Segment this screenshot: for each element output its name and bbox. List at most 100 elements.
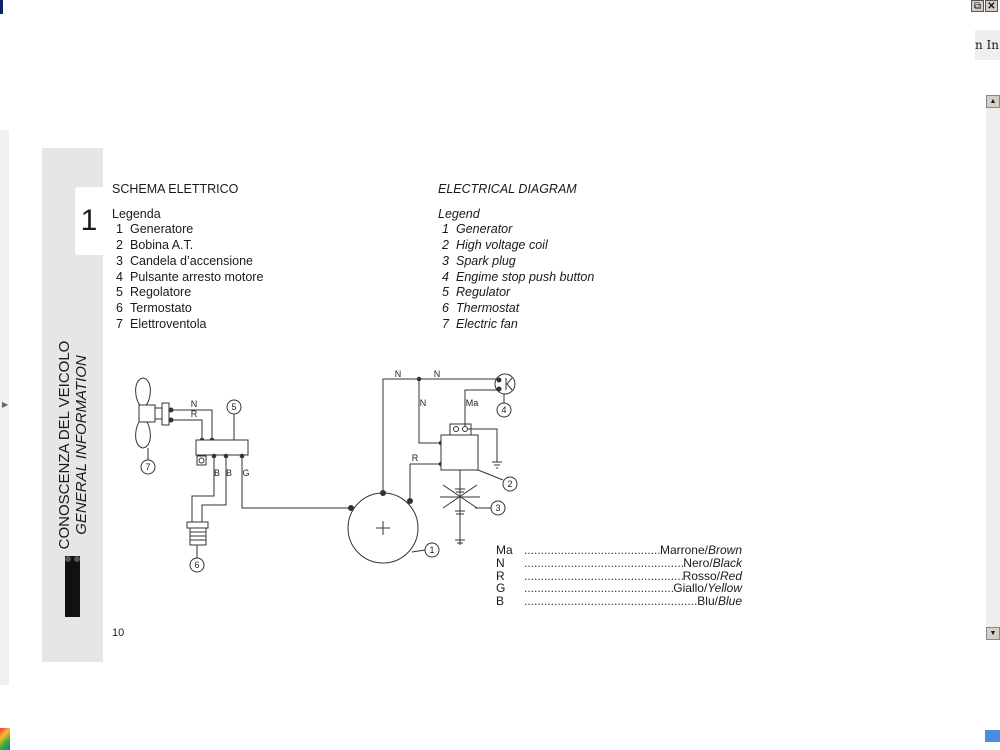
close-button[interactable]: ✕	[985, 0, 998, 12]
callout-4: 4	[501, 405, 506, 415]
restore-icon: ⧉	[973, 1, 982, 12]
italian-legend-heading: Legenda	[112, 206, 161, 221]
color-name-en: Blue	[717, 594, 742, 609]
color-key-row: Ma......................................…	[496, 544, 742, 557]
color-code: N	[496, 555, 505, 570]
color-code: B	[496, 594, 505, 609]
legend-item-number: 7	[442, 316, 449, 331]
color-name-it: Giallo	[673, 581, 704, 596]
legend-item: 3 Spark plug	[438, 254, 594, 270]
regulator	[195, 439, 249, 456]
toolbar-fragment[interactable]: n In	[975, 30, 1000, 60]
wire-label: B	[214, 468, 220, 478]
legend-item-number: 5	[442, 285, 449, 300]
color-key-row: B.......................................…	[496, 595, 742, 608]
high-voltage-coil	[440, 423, 504, 481]
wire-color-key: Ma......................................…	[496, 544, 742, 608]
legend-item: 1 Generator	[438, 222, 594, 238]
legend-item: 3 Candela d’accensione	[112, 254, 263, 270]
color-name: Marrone/Brown	[659, 543, 742, 557]
legend-item-label: Generator	[456, 222, 513, 237]
legend-item: 6 Termostato	[112, 301, 263, 317]
color-key-row: N.......................................…	[496, 555, 742, 570]
color-name-en: Black	[712, 555, 742, 570]
thermostat	[186, 521, 209, 558]
dot-leader: ........................................…	[524, 582, 674, 596]
legend-item-label: Regulator	[456, 285, 511, 300]
legend-item-label: Candela d’accensione	[130, 253, 254, 268]
start-icon[interactable]	[0, 728, 10, 750]
electric-fan	[135, 377, 174, 460]
legend-item-number: 4	[442, 269, 449, 284]
wire-label: R	[412, 453, 419, 463]
color-code: G	[496, 581, 506, 596]
wire-label: G	[242, 468, 249, 478]
chapter-number: 1	[75, 187, 103, 255]
legend-item-label: Pulsante arresto motore	[130, 269, 264, 284]
color-name-en: Yellow	[707, 581, 742, 596]
color-name: Rosso/Red	[682, 568, 742, 583]
legend-item: 7 Electric fan	[438, 317, 594, 333]
legend-item-label: Engime stop push button	[456, 269, 595, 284]
legend-item-number: 4	[116, 269, 123, 284]
taskbar-icon[interactable]	[985, 730, 1000, 742]
generator	[347, 490, 426, 564]
restore-button[interactable]: ⧉	[971, 0, 984, 12]
color-key-row: R.......................................…	[496, 568, 742, 583]
english-title: ELECTRICAL DIAGRAM	[438, 182, 577, 196]
color-name: Giallo/Yellow	[673, 581, 742, 596]
callout-3: 3	[495, 503, 500, 513]
wire-label: N	[395, 369, 402, 379]
legend-item: 6 Thermostat	[438, 301, 594, 317]
color-name-it: Marrone	[659, 543, 705, 557]
color-name: Nero/Black	[683, 555, 742, 570]
legend-item-label: Thermostat	[456, 300, 520, 315]
dot-leader: ........................................…	[524, 595, 698, 608]
wire-label: N	[420, 398, 427, 408]
legend-item-label: Generatore	[130, 222, 194, 237]
wire-label: N	[191, 399, 198, 409]
color-name-it: Nero	[683, 555, 710, 570]
callout-1: 1	[429, 545, 434, 555]
callout-5: 5	[231, 402, 236, 412]
callouts	[140, 399, 518, 573]
color-name-en: Brown	[707, 543, 742, 557]
legend-item: 7 Elettroventola	[112, 317, 263, 333]
expand-arrow-icon[interactable]: ▶	[2, 400, 9, 409]
legend-item-label: High voltage coil	[456, 238, 548, 253]
wire-label: R	[191, 409, 198, 419]
legend-item-label: Electric fan	[456, 316, 518, 331]
wire-label: Ma	[466, 398, 479, 408]
spark-plug	[440, 470, 491, 545]
legend-item-number: 2	[116, 238, 123, 253]
color-name-en: Red	[719, 568, 742, 583]
callout-7: 7	[145, 462, 150, 472]
callout-6: 6	[194, 560, 199, 570]
legend-item-number: 3	[116, 253, 123, 268]
color-name: Blu/Blue	[697, 594, 742, 609]
brand-logo	[65, 556, 80, 617]
vertical-scrollbar[interactable]: ▲ ▼	[986, 95, 1000, 640]
dot-leader: ........................................…	[524, 544, 660, 557]
close-icon: ✕	[987, 1, 996, 12]
legend-item-label: Termostato	[130, 300, 192, 315]
engine-stop-button	[494, 373, 516, 403]
title-bar-edge	[0, 0, 3, 14]
legend-item-number: 3	[442, 253, 449, 268]
dot-leader: ........................................…	[524, 569, 683, 583]
legend-item-number: 1	[442, 222, 449, 237]
legend-item-label: Elettroventola	[130, 316, 207, 331]
left-panel-edge	[0, 130, 9, 685]
legend-item-number: 2	[442, 238, 449, 253]
legend-item-number: 6	[116, 300, 123, 315]
color-code: Ma	[496, 543, 513, 557]
legend-item-label: Spark plug	[456, 253, 516, 268]
legend-item-number: 6	[442, 300, 449, 315]
legend-item-number: 7	[116, 316, 123, 331]
legend-item-label: Regolatore	[130, 285, 192, 300]
